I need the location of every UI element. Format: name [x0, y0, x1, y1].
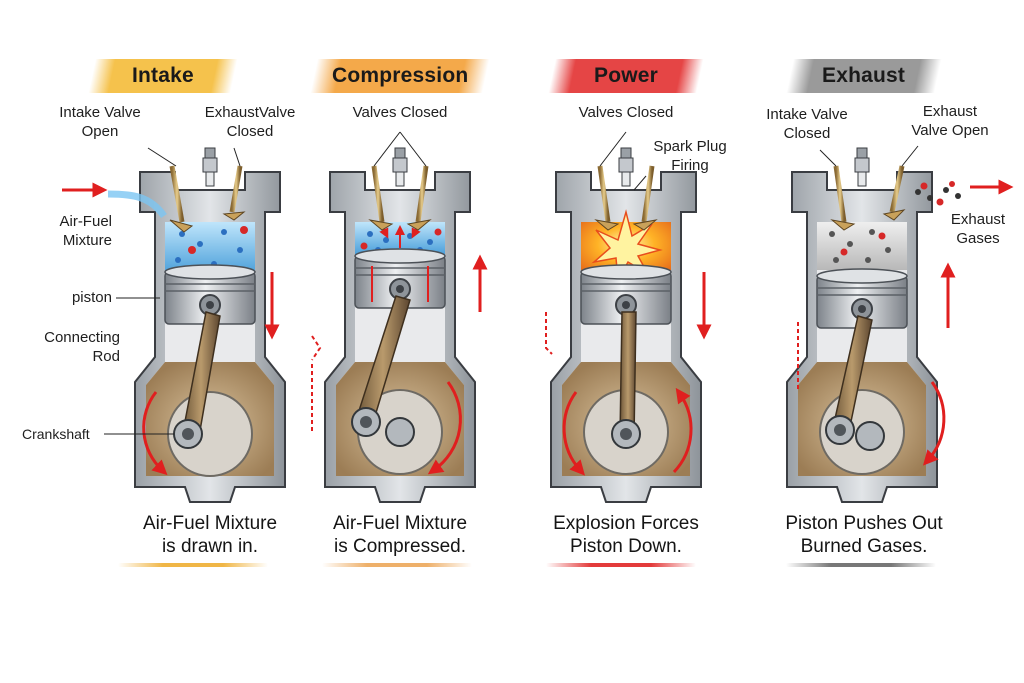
label-spark-plug-firing: Spark Plug Firing [640, 137, 740, 175]
underline-compression [322, 563, 472, 567]
label-exhaust-gases: Exhaust Gases [938, 210, 1018, 248]
label-spark-plug-line2: Firing [671, 157, 709, 174]
caption-exhaust-line2: Burned Gases. [800, 536, 928, 557]
label-spark-plug-line1: Spark Plug [653, 138, 727, 155]
label-exhaust-valve-closed: ExhaustValve Closed [190, 103, 310, 141]
engine-exhaust [786, 145, 1014, 503]
label-connecting-rod-line2: Rod [92, 348, 120, 365]
engine-intake [62, 147, 286, 503]
label-intake-valve-open-line1: Intake Valve [59, 104, 141, 121]
label-intake-valve-open: Intake Valve Open [40, 103, 160, 141]
underline-intake [118, 563, 268, 567]
label-crankshaft: Crankshaft [22, 425, 90, 444]
label-air-fuel-line2: Mixture [62, 232, 112, 249]
label-intake-valve-closed-line1: Intake Valve [766, 106, 848, 123]
label-connecting-rod: Connecting Rod [10, 328, 120, 366]
caption-power-line1: Explosion Forces [553, 513, 699, 534]
label-exhaust-gases-line2: Gases [956, 230, 1000, 247]
label-exhaust-gases-line1: Exhaust [950, 211, 1006, 228]
caption-exhaust-line1: Piston Pushes Out [785, 513, 943, 534]
caption-intake: Air-Fuel Mixture is drawn in. [100, 512, 320, 558]
label-exhaust-valve-closed-line1: ExhaustValve [204, 104, 296, 121]
caption-compression: Air-Fuel Mixture is Compressed. [290, 512, 510, 558]
label-air-fuel-mixture: Air-Fuel Mixture [20, 212, 112, 250]
label-piston: piston [20, 288, 112, 307]
label-intake-valve-open-line2: Open [81, 123, 119, 140]
engine-power [545, 131, 712, 503]
caption-intake-line1: Air-Fuel Mixture [142, 513, 278, 534]
label-crankshaft-text: Crankshaft [22, 426, 90, 442]
label-intake-valve-closed: Intake Valve Closed [752, 105, 862, 143]
label-connecting-rod-line1: Connecting [44, 329, 120, 346]
caption-intake-line2: is drawn in. [161, 536, 259, 557]
label-exhaust-valve-closed-line2: Closed [226, 123, 274, 140]
label-intake-valve-closed-line2: Closed [783, 125, 831, 142]
underline-power [546, 563, 696, 567]
label-exhaust-valve-open-line2: Valve Open [911, 122, 989, 139]
label-valves-closed-compression: Valves Closed [340, 103, 460, 122]
caption-compression-line1: Air-Fuel Mixture [332, 513, 468, 534]
label-exhaust-valve-open: Exhaust Valve Open [898, 102, 1002, 140]
label-valves-closed-power-text: Valves Closed [578, 104, 674, 121]
label-valves-closed-compression-text: Valves Closed [352, 104, 448, 121]
caption-power: Explosion Forces Piston Down. [516, 512, 736, 558]
label-air-fuel-line1: Air-Fuel [59, 213, 112, 230]
caption-exhaust: Piston Pushes Out Burned Gases. [754, 512, 974, 558]
underline-exhaust [786, 563, 936, 567]
label-exhaust-valve-open-line1: Exhaust [922, 103, 978, 120]
caption-power-line2: Piston Down. [570, 536, 682, 557]
caption-compression-line2: is Compressed. [334, 536, 466, 557]
label-piston-text: piston [71, 289, 112, 306]
label-valves-closed-power: Valves Closed [566, 103, 686, 122]
engine-compression [311, 131, 488, 503]
